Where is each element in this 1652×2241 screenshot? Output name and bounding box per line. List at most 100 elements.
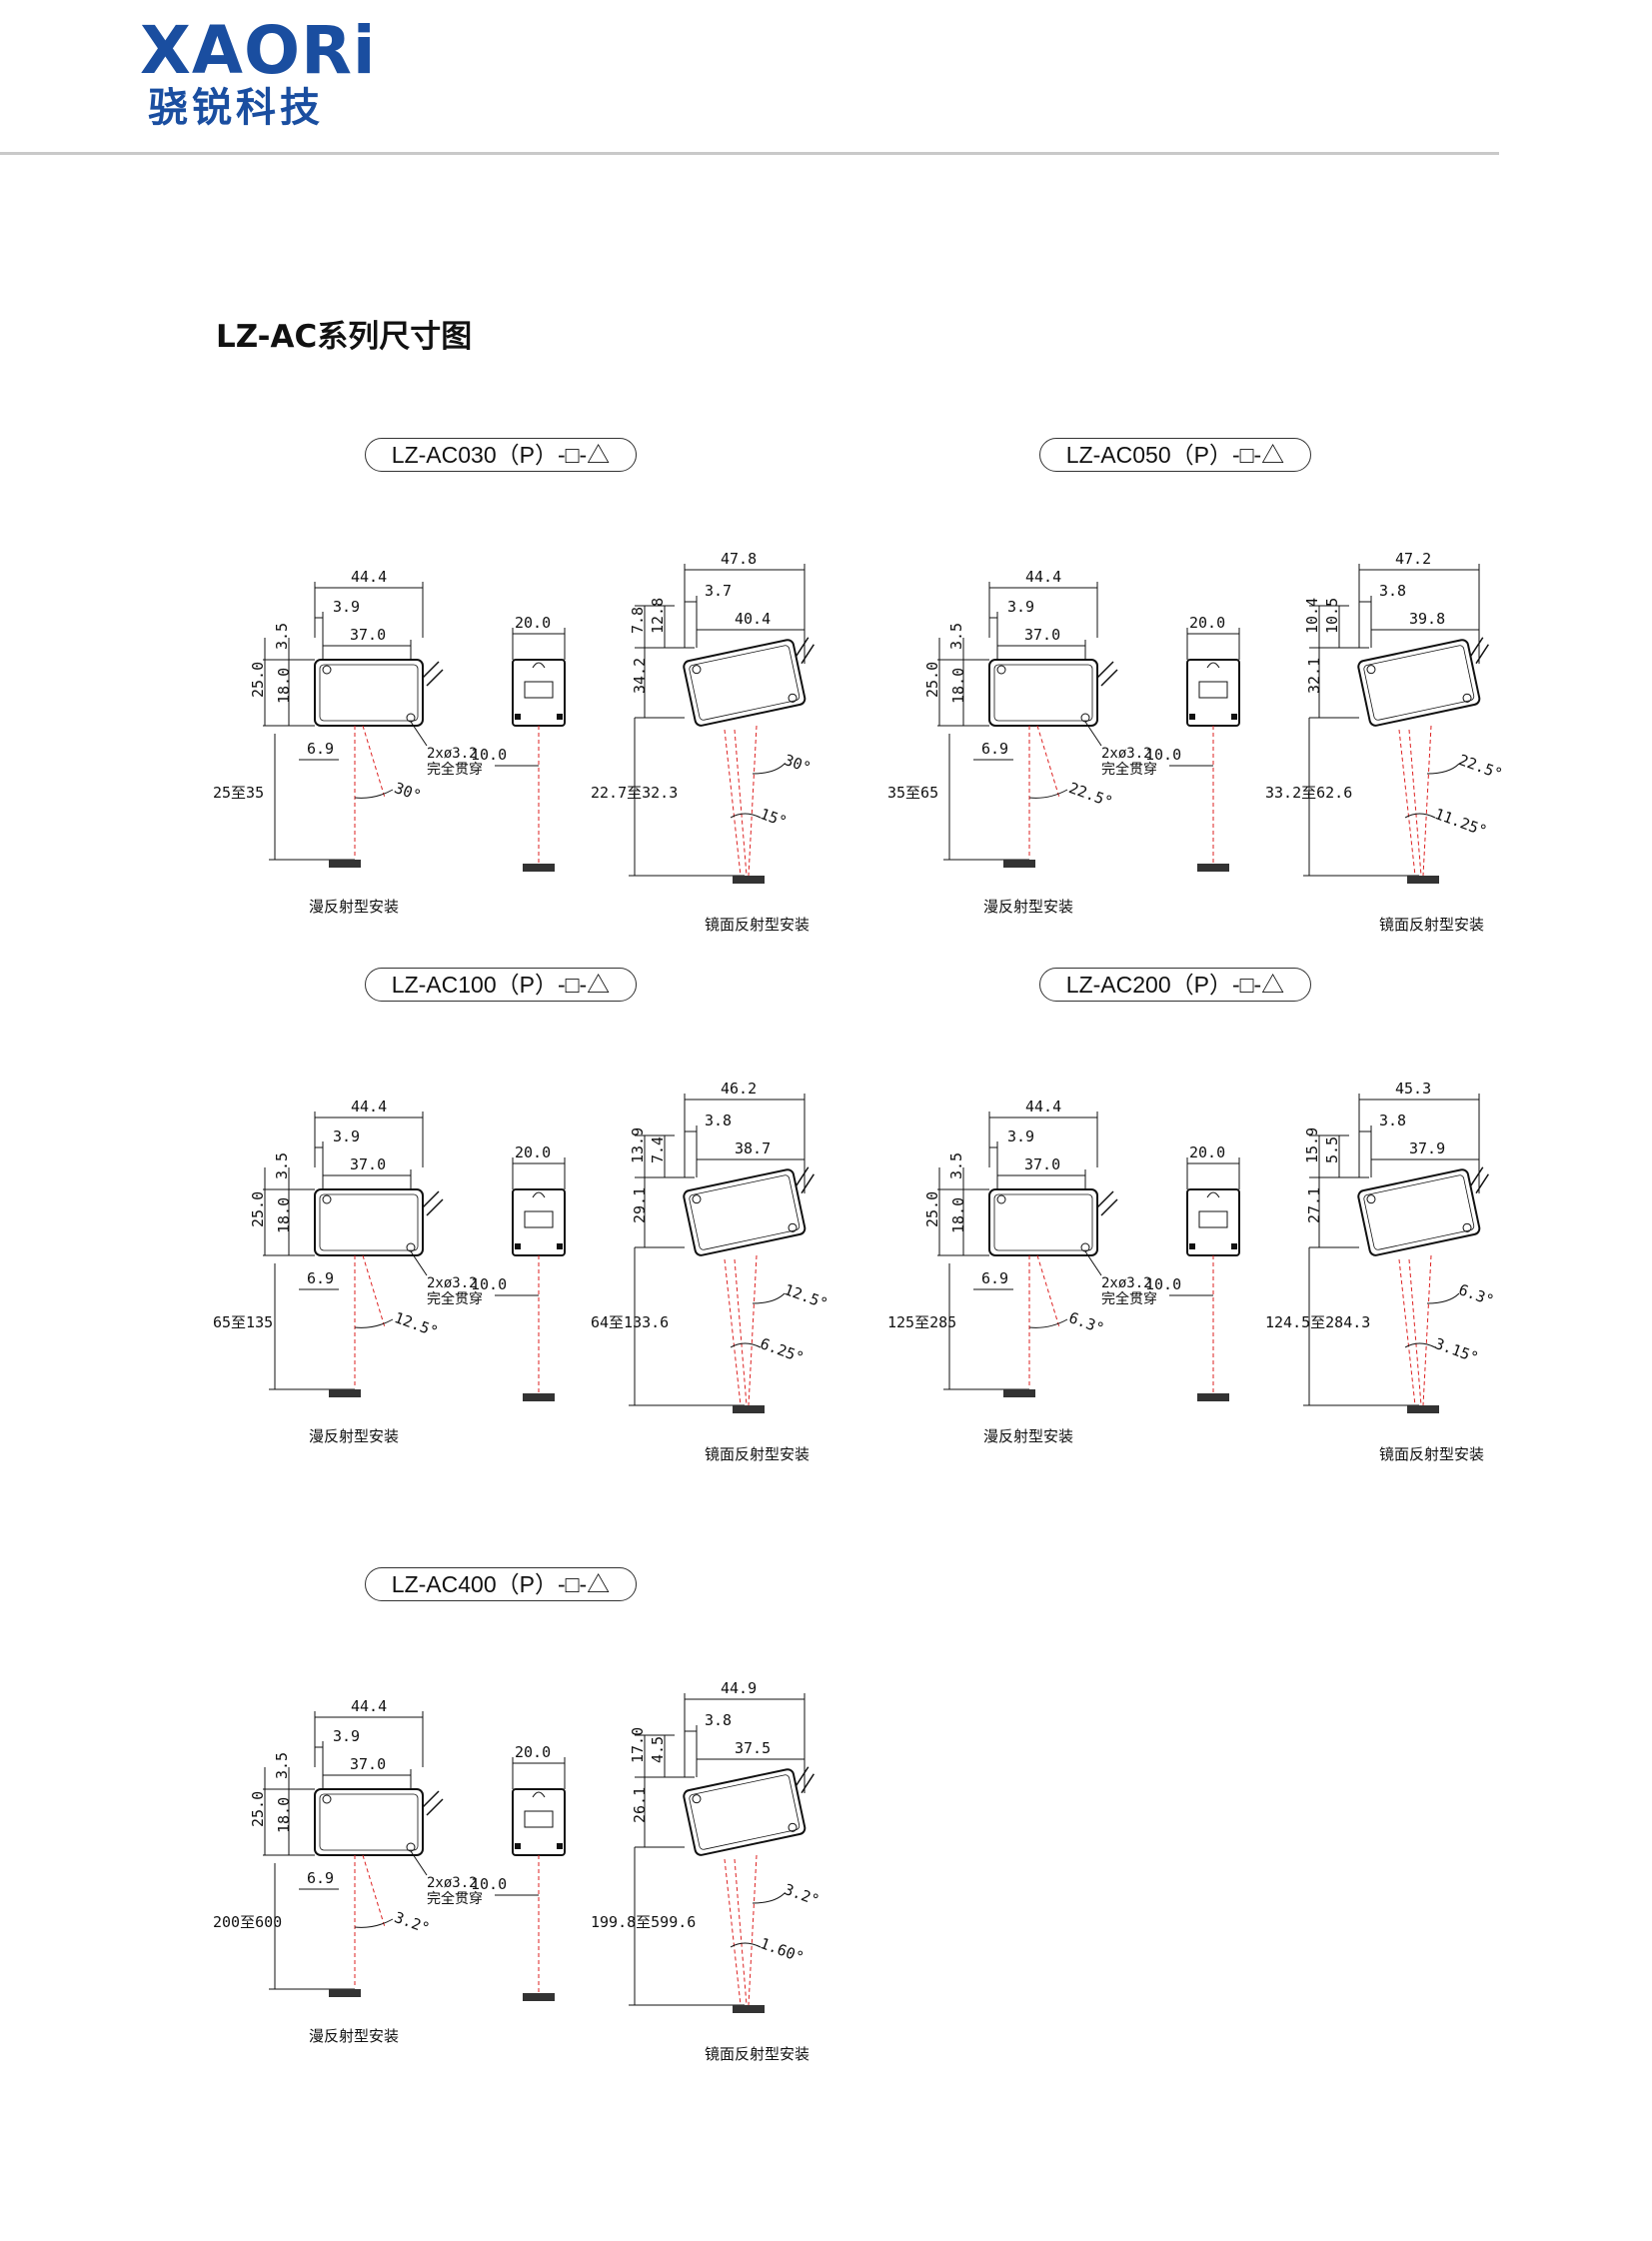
mirror-offset: 3.8	[705, 1112, 732, 1129]
mirror-width: 45.3	[1395, 1080, 1431, 1098]
page-header: XAORi 骁锐科技	[0, 0, 1499, 160]
mirror-top-a: 13.9	[629, 1127, 647, 1163]
model-block-1: LZ-AC030（P）-□-△ 44.4 3.9 37.0 25.0 18.0 …	[205, 438, 1024, 938]
mirror-angle-b: 6.25°	[758, 1334, 807, 1366]
dim-width: 44.4	[351, 568, 387, 586]
diffuse-caption: 漫反射型安装	[309, 898, 399, 916]
mirror-range: 124.5至284.3	[1265, 1313, 1370, 1331]
mirror-width: 47.2	[1395, 550, 1431, 568]
mirror-offset: 3.7	[705, 582, 732, 600]
mirror-view: 47.2 3.8 39.8 10.4 10.5 32.1	[1265, 550, 1505, 934]
dim-height: 25.0	[249, 662, 267, 698]
dim-body: 37.0	[1024, 626, 1060, 644]
mirror-offset: 3.8	[1379, 1112, 1406, 1129]
diffuse-view: 44.4 3.9 37.0 25.0 18.0 3.5 2xø3.2 完全贯穿	[213, 1697, 483, 2045]
dimension-drawing: 44.4 3.9 37.0 25.0 18.0 3.5 2xø3.2 完全贯穿	[213, 1679, 822, 2063]
mirror-body: 37.9	[1409, 1139, 1445, 1157]
side-view: 20.0 10.0	[1145, 1143, 1240, 1401]
mirror-body: 39.8	[1409, 610, 1445, 628]
mirror-range: 64至133.6	[591, 1313, 669, 1331]
mirror-body: 38.7	[735, 1139, 771, 1157]
diffuse-angle: 12.5°	[392, 1308, 441, 1340]
mirror-caption: 镜面反射型安装	[1379, 1445, 1484, 1463]
diffuse-view: 44.4 3.9 37.0 25.0 18.0 3.5 2xø3.2 完全贯穿	[213, 568, 483, 916]
mirror-offset: 3.8	[1379, 582, 1406, 600]
side-offset: 10.0	[1145, 746, 1181, 764]
side-width: 20.0	[1189, 614, 1225, 632]
dim-top: 3.5	[273, 623, 291, 650]
mirror-angle-a: 6.3°	[1456, 1280, 1496, 1309]
dim-body: 37.0	[350, 1155, 386, 1173]
model-name-pill: LZ-AC030（P）-□-△	[365, 438, 637, 472]
mirror-angle-b: 15°	[758, 805, 790, 831]
hole-note: 2xø3.2	[1101, 746, 1152, 762]
mirror-view: 44.9 3.8 37.5 17.0 4.5 26.1	[591, 1679, 822, 2063]
side-view: 20.0 10.0	[471, 614, 566, 872]
model-block-2: LZ-AC050（P）-□-△ 44.4 3.9 37.0 25.0 18.0 …	[879, 438, 1652, 938]
dim-hole: 6.9	[307, 1869, 334, 1887]
diffuse-angle: 30°	[392, 779, 424, 805]
mirror-top-b: 7.4	[649, 1136, 667, 1163]
mirror-body: 37.5	[735, 1739, 771, 1757]
dim-top: 3.5	[273, 1752, 291, 1779]
diffuse-angle: 3.2°	[392, 1908, 432, 1937]
mirror-height: 34.2	[631, 658, 649, 694]
dim-inner: 18.0	[949, 1197, 967, 1233]
dimension-drawing: 44.4 3.9 37.0 25.0 18.0 3.5 2xø3.2 完全贯穿	[887, 550, 1505, 934]
side-offset: 10.0	[1145, 1275, 1181, 1293]
side-offset: 10.0	[471, 1875, 507, 1893]
dimension-drawing: 44.4 3.9 37.0 25.0 18.0 3.5 2xø3.2 完全贯穿	[887, 1080, 1496, 1463]
dim-body: 37.0	[350, 1755, 386, 1773]
model-name-pill: LZ-AC400（P）-□-△	[365, 1567, 637, 1601]
dim-hole: 6.9	[981, 740, 1008, 758]
model-block-4: LZ-AC200（P）-□-△ 44.4 3.9 37.0 25.0 18.0 …	[879, 968, 1652, 1467]
diffuse-range: 65至135	[213, 1313, 273, 1331]
side-offset: 10.0	[471, 1275, 507, 1293]
dim-width: 44.4	[1025, 568, 1061, 586]
mirror-top-b: 4.5	[649, 1736, 667, 1763]
dim-body: 37.0	[350, 626, 386, 644]
mirror-caption: 镜面反射型安装	[1379, 916, 1484, 934]
dim-height: 25.0	[923, 1191, 941, 1227]
side-width: 20.0	[515, 614, 551, 632]
model-name: LZ-AC200（P）-□-△	[1065, 972, 1285, 998]
dim-top: 3.5	[273, 1152, 291, 1179]
dim-inner: 18.0	[275, 668, 293, 704]
brand-logo: XAORi	[140, 12, 377, 89]
side-width: 20.0	[515, 1743, 551, 1761]
dimension-drawing: 44.4 3.9 37.0 25.0 18.0 3.5 2xø3.2 完全贯穿	[213, 1080, 830, 1463]
hole-note-cn: 完全贯穿	[1101, 761, 1157, 778]
diffuse-range: 200至600	[213, 1913, 282, 1931]
diffuse-view: 44.4 3.9 37.0 25.0 18.0 3.5 2xø3.2 完全贯穿	[887, 1098, 1157, 1445]
diffuse-view: 44.4 3.9 37.0 25.0 18.0 3.5 2xø3.2 完全贯穿	[887, 568, 1157, 916]
page-title: LZ-AC系列尺寸图	[216, 319, 473, 355]
mirror-angle-a: 3.2°	[782, 1880, 822, 1909]
dim-inner: 18.0	[275, 1197, 293, 1233]
hole-note-cn: 完全贯穿	[427, 761, 483, 778]
dim-top: 3.5	[947, 1152, 965, 1179]
mirror-angle-b: 1.60°	[758, 1934, 807, 1966]
dim-height: 25.0	[923, 662, 941, 698]
mirror-top-b: 10.5	[1323, 598, 1341, 634]
mirror-view: 47.8 3.7 40.4 7.8 12.8 34.2	[591, 550, 815, 934]
model-name: LZ-AC030（P）-□-△	[391, 442, 611, 468]
mirror-width: 46.2	[721, 1080, 757, 1098]
diffuse-range: 125至285	[887, 1313, 956, 1331]
dim-top: 3.5	[947, 623, 965, 650]
mirror-range: 22.7至32.3	[591, 784, 678, 802]
model-name: LZ-AC100（P）-□-△	[391, 972, 611, 998]
mirror-top-b: 5.5	[1323, 1136, 1341, 1163]
mirror-height: 29.1	[631, 1187, 649, 1223]
diffuse-caption: 漫反射型安装	[983, 898, 1073, 916]
mirror-caption: 镜面反射型安装	[705, 1445, 810, 1463]
model-name: LZ-AC050（P）-□-△	[1065, 442, 1285, 468]
dim-height: 25.0	[249, 1791, 267, 1827]
diffuse-caption: 漫反射型安装	[309, 2027, 399, 2045]
diffuse-angle: 6.3°	[1066, 1308, 1106, 1337]
mirror-top-a: 15.9	[1303, 1127, 1321, 1163]
hole-note: 2xø3.2	[1101, 1275, 1152, 1291]
hole-note-cn: 完全贯穿	[427, 1890, 483, 1907]
mirror-caption: 镜面反射型安装	[705, 2045, 810, 2063]
mirror-view: 46.2 3.8 38.7 13.9 7.4 29.1	[591, 1080, 830, 1463]
mirror-angle-a: 22.5°	[1456, 751, 1505, 783]
